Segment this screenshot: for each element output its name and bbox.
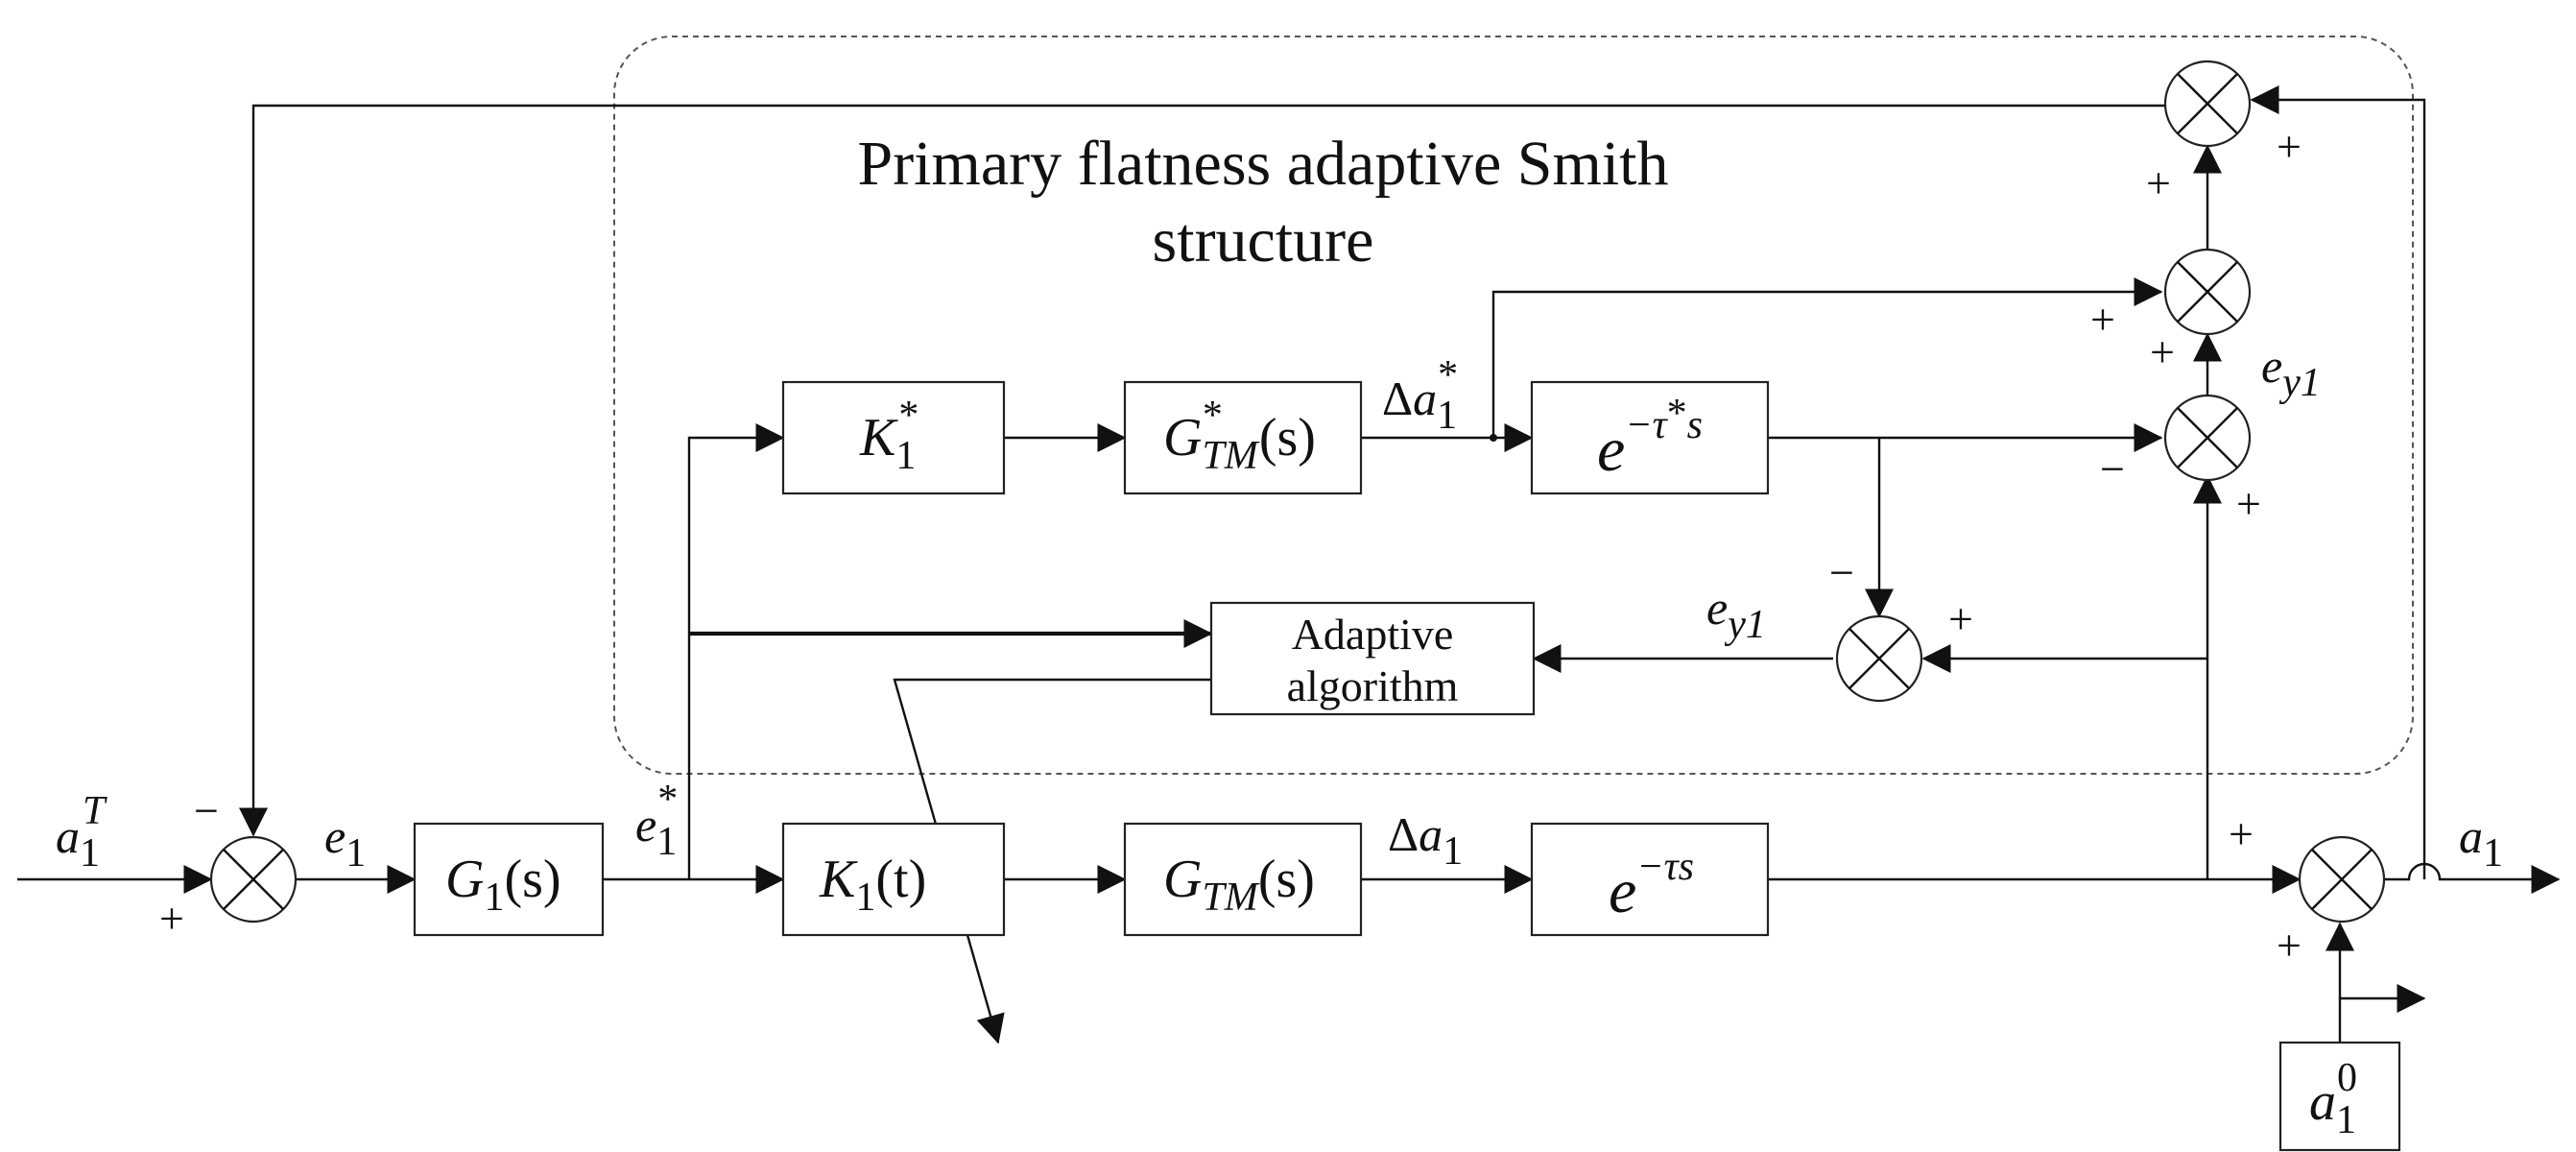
GTM-label: GTM(s) bbox=[1163, 850, 1315, 920]
feedback-line bbox=[239, 104, 2165, 837]
a1-output-label: a1 bbox=[2459, 809, 2503, 876]
adaptive-algorithm-block bbox=[1209, 601, 1536, 716]
summing-junction-upper bbox=[2163, 248, 2252, 336]
output-feedback-line bbox=[2250, 85, 2426, 879]
a10-label: a10 bbox=[2309, 1056, 2357, 1142]
GTMstar-label: GTM*(s) bbox=[1163, 394, 1316, 478]
sign-plus-s4-bottom: + bbox=[2150, 327, 2175, 376]
sign-plus-s5-right: + bbox=[1948, 594, 1973, 643]
summing-junction-output bbox=[2298, 835, 2386, 924]
delta-a1star-branch-line bbox=[1491, 277, 2163, 438]
a10-line-right bbox=[2338, 984, 2426, 1043]
GTM-block bbox=[1123, 822, 1363, 937]
sign-plus-s4-left: + bbox=[2090, 295, 2115, 344]
summing-junction-adaptive bbox=[1835, 614, 1923, 703]
delta-a1-label: Δa1 bbox=[1388, 807, 1463, 874]
delaystar-block bbox=[1530, 380, 1770, 495]
sign-plus-s2-bottom: + bbox=[2146, 158, 2171, 207]
adaptive-label-line1: Adaptive bbox=[1292, 610, 1454, 659]
delta-a1star-label: Δa1* bbox=[1382, 353, 1458, 438]
sign-minus-s3-left: − bbox=[2100, 444, 2125, 493]
e1star-branch-line bbox=[687, 423, 785, 879]
K1t-label: K1(t) bbox=[819, 850, 926, 920]
smith-structure-boundary bbox=[613, 36, 2414, 775]
GTMstar-block bbox=[1123, 380, 1363, 495]
summing-junction-input bbox=[209, 835, 298, 924]
delay-block bbox=[1530, 822, 1770, 937]
summing-junction-error bbox=[2163, 394, 2252, 482]
junction-dot bbox=[1490, 434, 1497, 442]
sign-plus-s1: + bbox=[159, 894, 184, 943]
delay-label: e−τs bbox=[1609, 845, 1694, 926]
K1star-block bbox=[781, 380, 1006, 495]
sign-plus-s2-right: + bbox=[2277, 122, 2302, 171]
e1star-label: e1* bbox=[635, 778, 678, 864]
sign-minus-s5-top: − bbox=[1829, 548, 1854, 597]
sign-plus-s3-bottom: + bbox=[2236, 479, 2261, 528]
K1t-block bbox=[781, 822, 1006, 937]
e1-label: e1 bbox=[324, 809, 366, 876]
ey1-mid-label: ey1 bbox=[1706, 581, 1766, 647]
smith-structure-title-line1: Primary flatness adaptive Smith bbox=[857, 129, 1668, 199]
delaystar-label: e−τ*s bbox=[1597, 392, 1703, 485]
adaptive-label-line2: algorithm bbox=[1287, 661, 1459, 710]
ey1-top-label: ey1 bbox=[2261, 339, 2321, 405]
summing-junction-top bbox=[2163, 60, 2252, 148]
sign-plus-s6-bottom: + bbox=[2277, 921, 2302, 970]
G1-label: G1(s) bbox=[445, 850, 561, 920]
sign-minus-s1: − bbox=[194, 786, 219, 835]
G1-block bbox=[413, 822, 605, 937]
a1T-label: a1T bbox=[56, 789, 107, 876]
sign-plus-s6-left: + bbox=[2229, 809, 2254, 858]
output-line bbox=[2384, 862, 2561, 894]
K1star-label: K1* bbox=[859, 394, 918, 478]
a10-block bbox=[2278, 1041, 2401, 1152]
smith-structure-title-line2: structure bbox=[1153, 205, 1374, 276]
